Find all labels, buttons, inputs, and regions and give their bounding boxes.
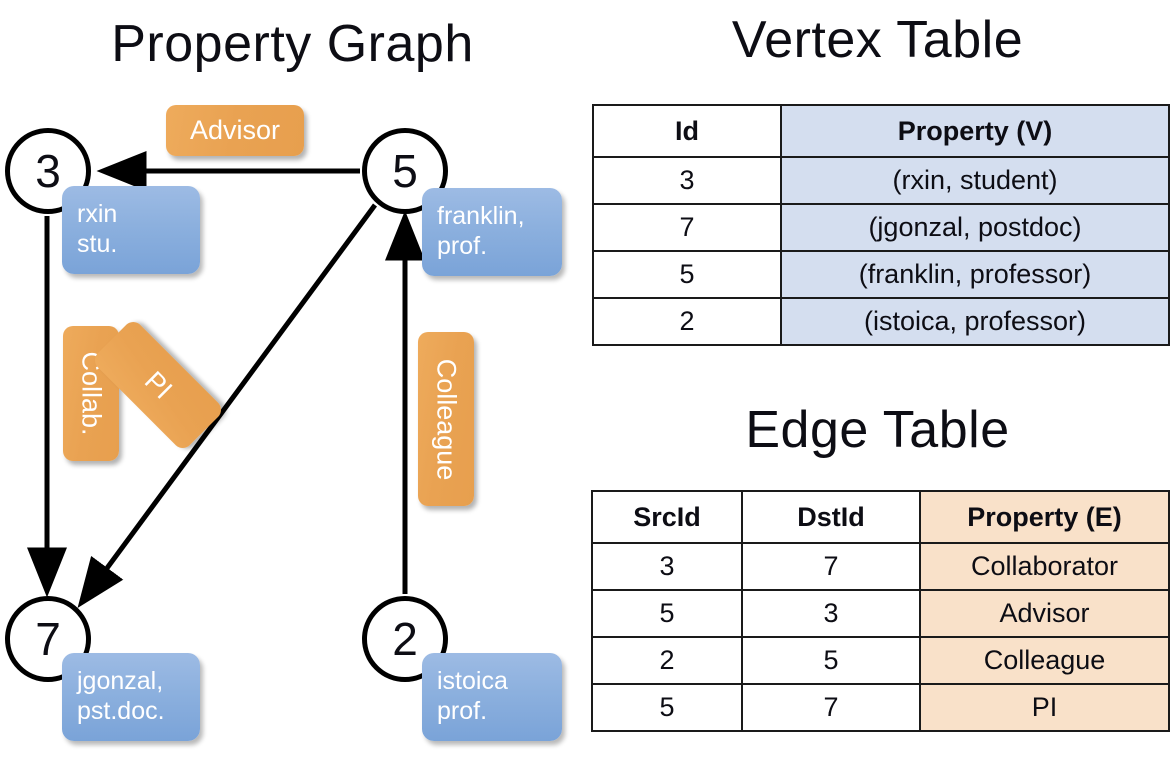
- edge-table: SrcId DstId Property (E) 3 7 Collaborato…: [591, 490, 1170, 732]
- edge-row-0-property: Collaborator: [919, 542, 1170, 591]
- edge-label-pi-text: PI: [138, 365, 178, 405]
- node-7-property-box: jgonzal, pst.doc.: [62, 653, 200, 741]
- page-title-edge-table: Edge Table: [745, 401, 1010, 459]
- vertex-row-2-property: (franklin, professor): [780, 250, 1170, 299]
- node-5-property-line2: prof.: [437, 232, 488, 260]
- edge-row-2-dst: 5: [741, 636, 921, 685]
- node-3-property-line1: rxin: [77, 200, 118, 228]
- table-row: 5 7 PI: [591, 683, 1170, 732]
- edge-row-1-dst: 3: [741, 589, 921, 638]
- edge-row-2-property: Colleague: [919, 636, 1170, 685]
- node-3-property-line2: stu.: [77, 230, 118, 258]
- vertex-table-header-row: Id Property (V): [592, 104, 1170, 158]
- node-7-id: 7: [35, 613, 61, 665]
- edge-row-2-src: 2: [591, 636, 743, 685]
- page-title-vertex-table: Vertex Table: [731, 11, 1024, 69]
- graph-edges-layer: [27, 151, 425, 609]
- table-row: 5 3 Advisor: [591, 589, 1170, 638]
- page-title-property-graph: Property Graph: [111, 15, 474, 73]
- vertex-row-0-id: 3: [592, 156, 782, 205]
- vertex-table-header-id: Id: [592, 104, 782, 158]
- node-2-property-line1: istoica: [437, 667, 508, 695]
- vertex-row-3-id: 2: [592, 297, 782, 346]
- edge-table-header-row: SrcId DstId Property (E): [591, 490, 1170, 544]
- node-7-property-line1: jgonzal,: [77, 667, 164, 695]
- vertex-row-0-property: (rxin, student): [780, 156, 1170, 205]
- table-row: 7 (jgonzal, postdoc): [592, 203, 1170, 252]
- node-5-id: 5: [392, 145, 418, 197]
- edge-label-colleague-text: Colleague: [431, 358, 462, 480]
- table-row: 3 7 Collaborator: [591, 542, 1170, 591]
- node-5-property-box: franklin, prof.: [422, 188, 562, 276]
- table-row: 3 (rxin, student): [592, 156, 1170, 205]
- edge-label-colleague: Colleague: [418, 332, 474, 506]
- vertex-table-header-property: Property (V): [780, 104, 1170, 158]
- node-2-property-line2: prof.: [437, 697, 488, 725]
- edge-row-3-dst: 7: [741, 683, 921, 732]
- edge-row-1-property: Advisor: [919, 589, 1170, 638]
- vertex-table: Id Property (V) 3 (rxin, student) 7 (jgo…: [592, 104, 1170, 346]
- edge-row-0-dst: 7: [741, 542, 921, 591]
- edge-row-1-src: 5: [591, 589, 743, 638]
- edge-row-3-src: 5: [591, 683, 743, 732]
- node-3-property-box: rxin stu.: [62, 186, 200, 274]
- vertex-row-1-id: 7: [592, 203, 782, 252]
- edge-row-0-src: 3: [591, 542, 743, 591]
- edge-label-advisor-text: Advisor: [189, 115, 281, 145]
- vertex-row-2-id: 5: [592, 250, 782, 299]
- table-row: 2 5 Colleague: [591, 636, 1170, 685]
- vertex-row-3-property: (istoica, professor): [780, 297, 1170, 346]
- edge-table-header-property: Property (E): [919, 490, 1170, 544]
- edge-row-3-property: PI: [919, 683, 1170, 732]
- node-5-property-line1: franklin,: [437, 202, 525, 230]
- table-row: 2 (istoica, professor): [592, 297, 1170, 346]
- property-graph-panel: Property Graph Advisor Collab. PI Collea…: [5, 15, 562, 741]
- edge-table-header-dstid: DstId: [741, 490, 921, 544]
- node-2-id: 2: [392, 613, 418, 665]
- edge-table-header-srcid: SrcId: [591, 490, 743, 544]
- edge-pi-5-to-7: [77, 203, 378, 609]
- edge-label-advisor: Advisor: [166, 105, 304, 156]
- node-7-property-line2: pst.doc.: [77, 697, 165, 725]
- table-row: 5 (franklin, professor): [592, 250, 1170, 299]
- node-3-id: 3: [35, 145, 61, 197]
- vertex-row-1-property: (jgonzal, postdoc): [780, 203, 1170, 252]
- node-2-property-box: istoica prof.: [422, 653, 562, 741]
